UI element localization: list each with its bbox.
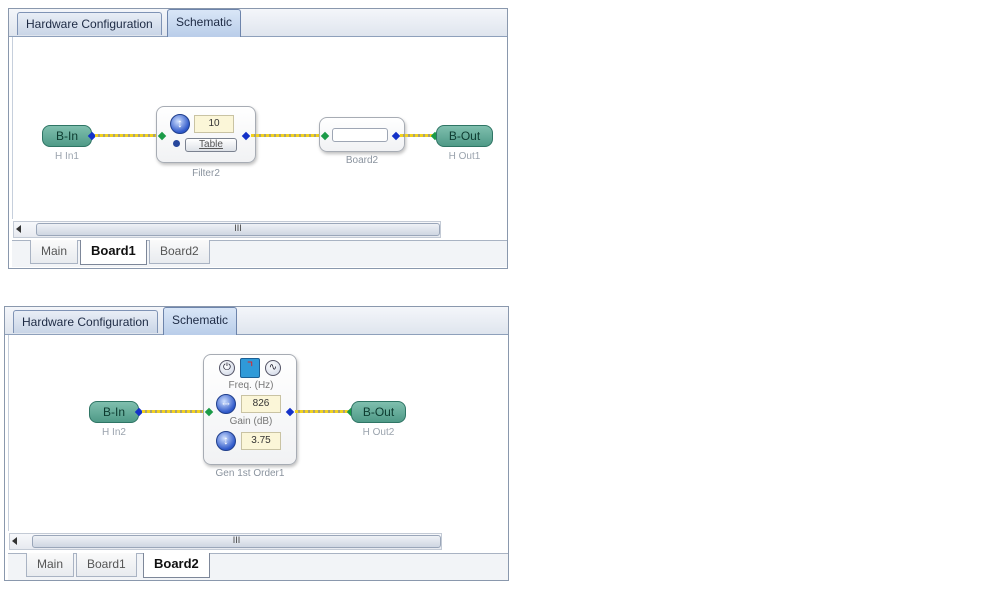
gen-1st-order-module[interactable]: ⏻ ⌝ ∿ Freq. (Hz) ⇔ 826 Gain (dB) ↕ 3.75 [203, 354, 297, 465]
wire-board-to-bout[interactable] [400, 134, 434, 137]
wire-gen-to-bout[interactable] [295, 410, 351, 413]
schematic-canvas[interactable]: B-In H In1 ↕ 10 Table Filter2 Board2 B-O… [12, 37, 507, 219]
tab-hardware-configuration[interactable]: Hardware Configuration [17, 12, 162, 35]
horizontal-scrollbar[interactable]: III [9, 533, 442, 550]
wire-filter-to-board[interactable] [251, 134, 321, 137]
tab-board1[interactable]: Board1 [76, 553, 137, 577]
scroll-left-arrow-icon[interactable] [12, 537, 17, 545]
b-in-block[interactable]: B-In [42, 125, 92, 147]
freq-value-field[interactable]: 826 [241, 395, 281, 413]
horizontal-scrollbar[interactable]: III [13, 221, 441, 238]
tab-board2[interactable]: Board2 [149, 240, 210, 264]
tab-board1[interactable]: Board1 [80, 240, 147, 265]
schematic-panel-board1: Hardware Configuration Schematic B-In H … [8, 8, 508, 269]
scroll-grip-icon: III [232, 535, 241, 545]
wire-bin-to-filter[interactable] [95, 134, 163, 137]
scroll-thumb[interactable]: III [32, 535, 441, 548]
board2-module[interactable] [319, 117, 405, 152]
gain-label: Gain (dB) [229, 416, 273, 427]
b-out-block[interactable]: B-Out [436, 125, 493, 147]
gen-caption: Gen 1st Order1 [215, 468, 285, 479]
filter-value-field[interactable]: 10 [194, 115, 234, 133]
filter-module[interactable]: ↕ 10 Table [156, 106, 256, 163]
b-in-sublabel: H In1 [55, 151, 79, 162]
tab-main[interactable]: Main [26, 553, 75, 577]
schematic-canvas[interactable]: B-In H In2 ⏻ ⌝ ∿ Freq. (Hz) ⇔ 826 Gain (… [8, 335, 508, 531]
filter-indicator-led [173, 140, 180, 147]
tab-hardware-configuration[interactable]: Hardware Configuration [13, 310, 158, 333]
freq-label: Freq. (Hz) [228, 380, 274, 391]
bottom-tab-bar: Main Board1 Board2 [12, 240, 507, 267]
tab-schematic[interactable]: Schematic [167, 9, 242, 37]
bottom-tab-bar: Main Board1 Board2 [8, 553, 508, 580]
tab-main[interactable]: Main [30, 240, 79, 264]
board2-field[interactable] [332, 128, 388, 142]
power-icon[interactable]: ⏻ [219, 360, 235, 376]
b-out-block[interactable]: B-Out [351, 401, 406, 423]
b-out-sublabel: H Out1 [448, 151, 481, 162]
gain-value-field[interactable]: 3.75 [241, 432, 281, 450]
scroll-thumb[interactable]: III [36, 223, 440, 236]
b-out-sublabel: H Out2 [362, 427, 395, 438]
scroll-grip-icon: III [234, 223, 242, 233]
filter-knob-icon[interactable]: ↕ [170, 114, 190, 134]
top-tab-bar: Hardware Configuration Schematic [9, 9, 507, 37]
gain-knob-icon[interactable]: ↕ [216, 431, 236, 451]
b-in-sublabel: H In2 [102, 427, 126, 438]
sine-wave-icon[interactable]: ∿ [265, 360, 281, 376]
scroll-left-arrow-icon[interactable] [16, 225, 21, 233]
table-button[interactable]: Table [185, 138, 237, 152]
lowpass-filter-icon[interactable]: ⌝ [240, 358, 260, 378]
wire-bin-to-gen[interactable] [142, 410, 209, 413]
b-in-block[interactable]: B-In [89, 401, 139, 423]
freq-knob-icon[interactable]: ⇔ [216, 394, 236, 414]
tab-board2[interactable]: Board2 [143, 553, 210, 578]
filter-caption: Filter2 [192, 168, 220, 179]
top-tab-bar: Hardware Configuration Schematic [5, 307, 508, 335]
tab-schematic[interactable]: Schematic [163, 307, 238, 335]
board2-caption: Board2 [345, 155, 379, 166]
schematic-panel-board2: Hardware Configuration Schematic B-In H … [4, 306, 509, 581]
